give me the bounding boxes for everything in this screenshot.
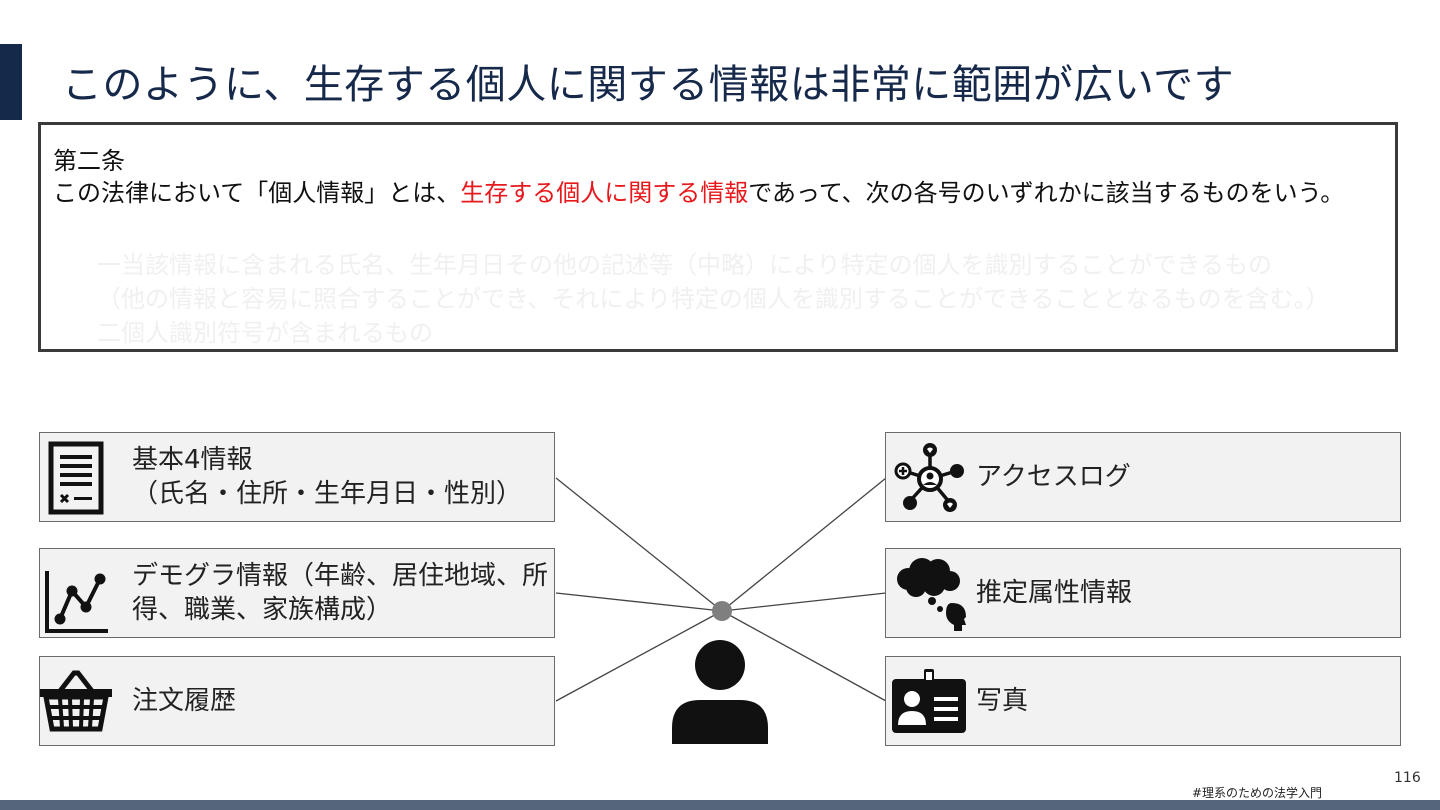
title-accent-bar: [0, 44, 22, 120]
law-quote-box: 第二条 この法律において「個人情報」とは、生存する個人に関する情報であって、次の…: [38, 122, 1398, 352]
card-order-history-label: 注文履歴: [132, 657, 236, 745]
law-faded-item-1: 一当該情報に含まれる氏名、生年月日その他の記述等（中略）により特定の個人を識別す…: [97, 251, 1273, 279]
law-body-pre: この法律において「個人情報」とは、: [53, 179, 461, 207]
law-article-heading: 第二条: [53, 147, 125, 175]
person-icon: [672, 640, 768, 744]
card-basic-info: 基本4情報 （氏名・住所・生年月日・性別）: [39, 432, 555, 522]
footer-bar: [0, 800, 1440, 810]
label-line: 基本4情報: [132, 445, 253, 475]
label-line: 得、職業、家族構成）: [132, 595, 393, 625]
thinking-head-icon: [897, 558, 966, 631]
law-article-body: この法律において「個人情報」とは、生存する個人に関する情報であって、次の各号のい…: [53, 177, 1383, 209]
card-access-log: アクセスログ: [885, 432, 1401, 522]
card-basic-info-label: 基本4情報 （氏名・住所・生年月日・性別）: [132, 433, 522, 521]
card-photo: 写真: [885, 656, 1401, 746]
card-order-history: 注文履歴: [39, 656, 555, 746]
connector-line: [555, 610, 723, 702]
id-card-icon: [892, 669, 966, 733]
law-faded-item-2: （他の情報と容易に照合することができ、それにより特定の個人を識別することができる…: [97, 285, 1330, 313]
label-line: （氏名・住所・生年月日・性別）: [132, 479, 523, 509]
card-estimated-attributes-label: 推定属性情報: [976, 578, 1133, 608]
law-faded-item-3: 二個人識別符号が含まれるもの: [97, 319, 433, 347]
connector-line: [721, 610, 887, 702]
slide-title: このように、生存する個人に関する情報は非常に範囲が広いです: [62, 62, 1235, 108]
connector-line: [721, 592, 887, 612]
card-photo-label: 写真: [976, 686, 1029, 716]
footer-hashtag: #理系のための法学入門: [1192, 786, 1323, 800]
label-line: 注文履歴: [132, 686, 237, 716]
connector-line: [721, 477, 887, 612]
law-body-post: であって、次の各号のいずれかに該当するものをいう。: [748, 179, 1345, 207]
line-chart-icon: [45, 571, 108, 633]
hub-dot: [712, 601, 732, 621]
connector-line: [555, 477, 723, 612]
card-demographic-info-label: デモグラ情報（年齢、居住地域、所得、職業、家族構成）: [132, 549, 548, 637]
shopping-basket-icon: [40, 670, 112, 732]
document-icon: [48, 441, 104, 515]
card-access-log-label: アクセスログ: [976, 462, 1131, 492]
label-line: デモグラ情報（年齢、居住地域、所: [132, 561, 549, 591]
card-estimated-attributes: 推定属性情報: [885, 548, 1401, 638]
page-number: 116: [1394, 770, 1421, 786]
law-body-highlight: 生存する個人に関する情報: [460, 179, 749, 207]
card-demographic-info: デモグラ情報（年齢、居住地域、所得、職業、家族構成）: [39, 548, 555, 638]
social-network-icon: [894, 443, 964, 512]
connector-line: [555, 592, 723, 612]
